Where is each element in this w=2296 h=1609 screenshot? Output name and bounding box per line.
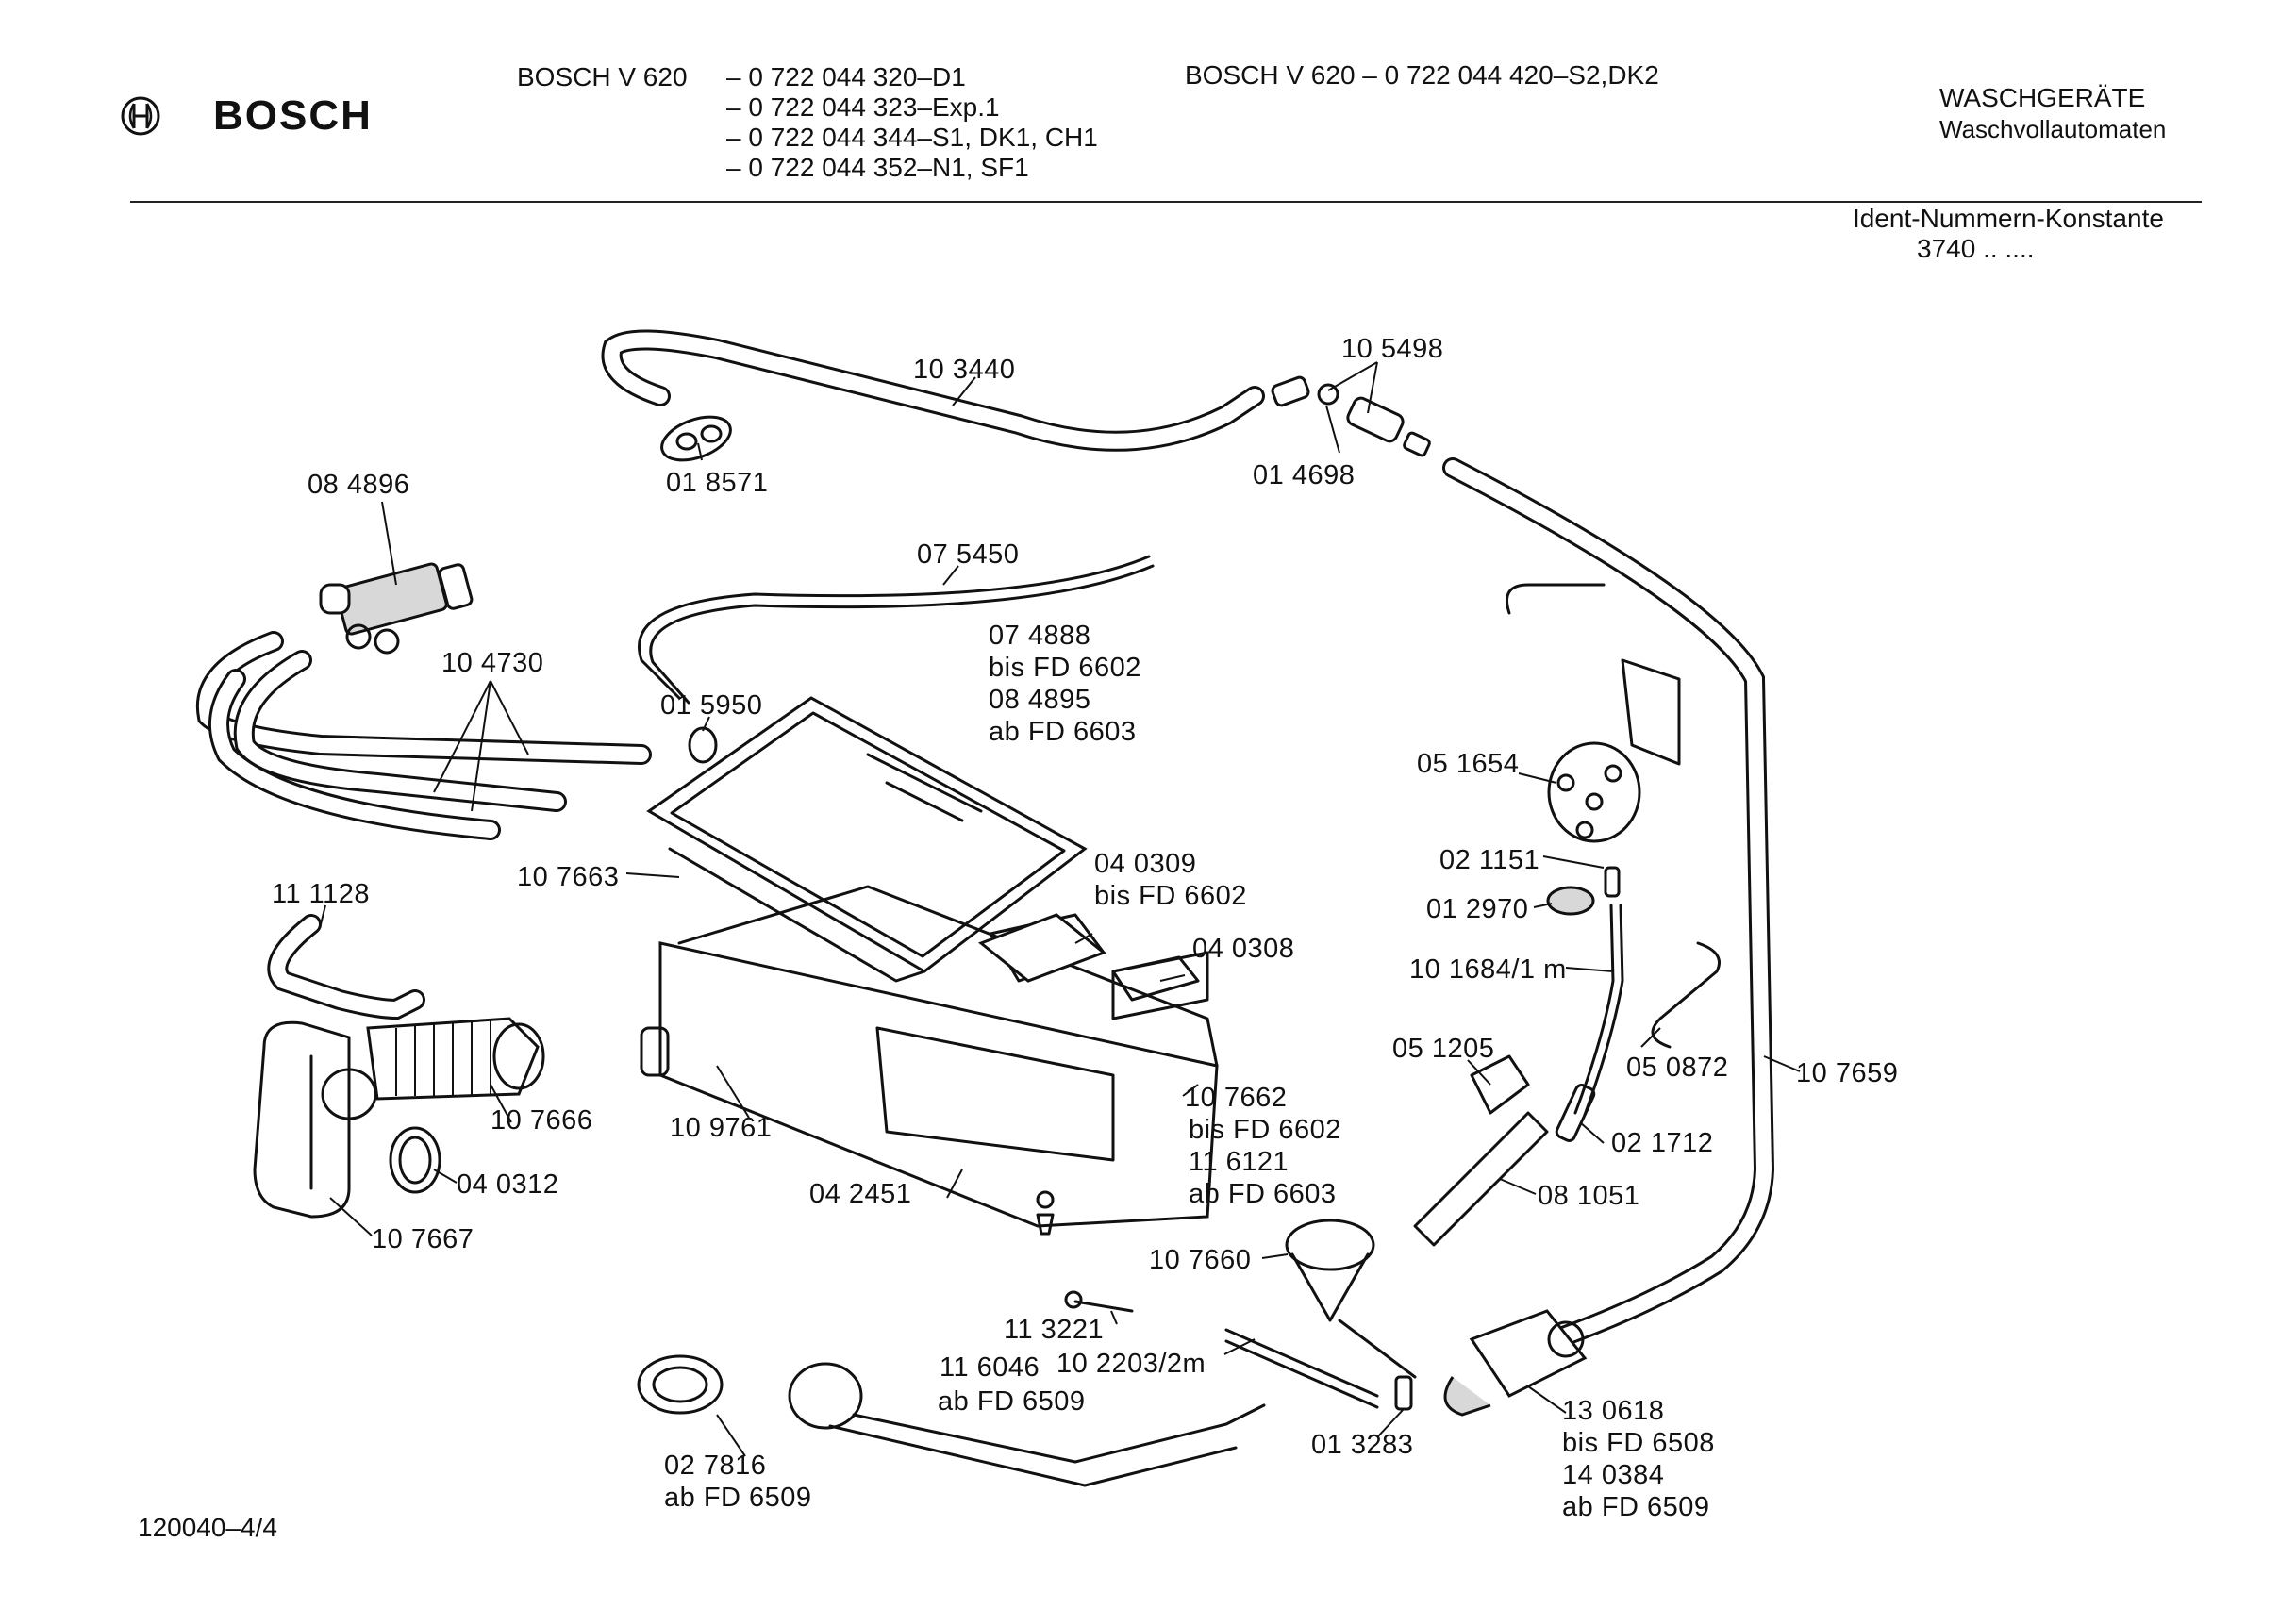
part-label: 08 1051 (1538, 1181, 1640, 1211)
screw-pin-drawing (1073, 1300, 1134, 1313)
part-label: 05 0872 (1626, 1053, 1729, 1083)
subcategory: Waschvollautomaten (1939, 115, 2167, 143)
leader-lines (320, 361, 1801, 1457)
model-a-line-1: – 0 722 044 320–D1 (726, 62, 966, 91)
part-note: bis FD 6602 (1094, 881, 1247, 911)
part-label: 04 0312 (457, 1169, 559, 1200)
part-note: bis FD 6602 (1189, 1115, 1341, 1145)
pressure-hose-drawing (1573, 904, 1615, 1115)
part-note: ab FD 6509 (1562, 1492, 1710, 1522)
part-label: 04 0308 (1192, 934, 1295, 964)
inlet-valve-drawing (319, 562, 474, 655)
part-label: 10 7663 (517, 862, 620, 892)
part-label: 05 1205 (1392, 1034, 1495, 1064)
elbow-hose-drawing (267, 914, 425, 1020)
part-label: 10 7666 (491, 1105, 593, 1136)
gasket-drawing (637, 1354, 724, 1415)
part-label: 10 7662 (1185, 1083, 1288, 1113)
bracket-drawing (1111, 955, 1200, 1002)
hose-sleeve-drawing (1555, 1084, 1596, 1142)
part-note: ab FD 6509 (938, 1386, 1086, 1417)
part-label: 10 1684/1 m (1409, 954, 1567, 985)
inlet-hoses-drawing (195, 631, 652, 840)
part-label: 04 0309 (1094, 849, 1197, 879)
part-label: 01 8571 (666, 468, 769, 498)
part-label: 10 7667 (372, 1224, 474, 1254)
sump-hose-drawing (788, 1362, 1266, 1487)
part-label: 13 0618 (1562, 1396, 1665, 1426)
drain-hose-drawing (1442, 457, 1775, 1359)
part-label: 01 5950 (660, 690, 763, 721)
part-label: 11 6046 (940, 1352, 1040, 1383)
cap-drawing (1546, 886, 1595, 916)
funnel-drawing (1285, 1219, 1417, 1379)
category: WASCHGERÄTE (1939, 83, 2146, 112)
inlet-hose-drawing (601, 329, 1265, 452)
part-note: bis FD 6508 (1562, 1428, 1715, 1458)
drawing-number: 120040–4/4 (138, 1513, 277, 1542)
small-cap-drawing (1394, 1375, 1413, 1411)
part-label: 07 5450 (917, 539, 1020, 570)
part-label: 07 4888 (989, 621, 1091, 651)
pressure-switch-drawing (1547, 741, 1641, 843)
small-fitting-drawing (1604, 866, 1621, 898)
screw-drawing (1036, 1190, 1055, 1236)
part-label: 10 7659 (1796, 1058, 1899, 1088)
hose-connector-drawing (1271, 375, 1431, 457)
part-label: 10 9761 (670, 1113, 773, 1143)
seal-ring-drawing (660, 415, 732, 462)
ident-value: 3740 .. .... (1917, 234, 2035, 263)
part-label: 10 4730 (441, 648, 544, 678)
drain-trap-drawing (253, 1020, 377, 1219)
clamp-ring-drawing (389, 1126, 441, 1194)
connector-tube-drawing (1413, 1111, 1549, 1247)
part-label: 11 3221 (1004, 1315, 1105, 1345)
cover-plate-drawing (978, 913, 1106, 983)
part-label: 14 0384 (1562, 1460, 1665, 1490)
thin-hose-drawing (638, 555, 1155, 705)
bosch-logo-icon (121, 96, 160, 136)
header-rule (130, 201, 2202, 203)
brand-name: BOSCH (213, 92, 373, 139)
hose-clamp-drawing (1470, 1054, 1530, 1115)
model-a-line-2: – 0 722 044 323–Exp.1 (726, 92, 1000, 122)
part-label: 08 4896 (308, 470, 410, 500)
part-note: ab FD 6603 (1189, 1179, 1337, 1209)
part-label: 10 5498 (1341, 334, 1444, 364)
small-seal-drawing (688, 726, 718, 764)
part-label: 02 1151 (1439, 845, 1540, 875)
part-label: 08 4895 (989, 685, 1091, 715)
ident-label: Ident-Nummern-Konstante (1853, 204, 2164, 233)
mounting-bracket-drawing (1621, 658, 1681, 766)
part-label: 02 7816 (664, 1451, 767, 1481)
part-label: 02 1712 (1611, 1128, 1714, 1158)
detergent-lid-drawing (646, 696, 1088, 973)
hose-clip-drawing (1506, 583, 1606, 615)
part-label: 11 6121 (1189, 1147, 1289, 1177)
small-hose-drawing (1224, 1328, 1379, 1398)
part-label: 11 1128 (272, 879, 371, 909)
part-label: 05 1654 (1417, 749, 1520, 779)
part-label: 10 3440 (913, 355, 1016, 385)
part-label: 04 2451 (809, 1179, 912, 1209)
part-label: 10 2203/2m (1056, 1349, 1206, 1379)
model-b: BOSCH V 620 – 0 722 044 420–S2,DK2 (1185, 60, 1659, 90)
part-label: 10 7660 (1149, 1245, 1252, 1275)
part-note: ab FD 6603 (989, 717, 1137, 747)
part-label: 01 3283 (1311, 1430, 1414, 1460)
part-note: bis FD 6602 (989, 653, 1141, 683)
spring-clip-drawing (1651, 941, 1721, 1049)
model-a-line-4: – 0 722 044 352–N1, SF1 (726, 153, 1029, 182)
model-a-line-3: – 0 722 044 344–S1, DK1, CH1 (726, 123, 1098, 152)
model-a-prefix: BOSCH V 620 (517, 62, 688, 91)
drain-pump-drawing (1443, 1309, 1588, 1417)
part-label: 01 2970 (1426, 894, 1529, 924)
part-label: 01 4698 (1253, 460, 1356, 490)
part-note: ab FD 6509 (664, 1483, 812, 1513)
bellows-hose-drawing (366, 1017, 545, 1101)
